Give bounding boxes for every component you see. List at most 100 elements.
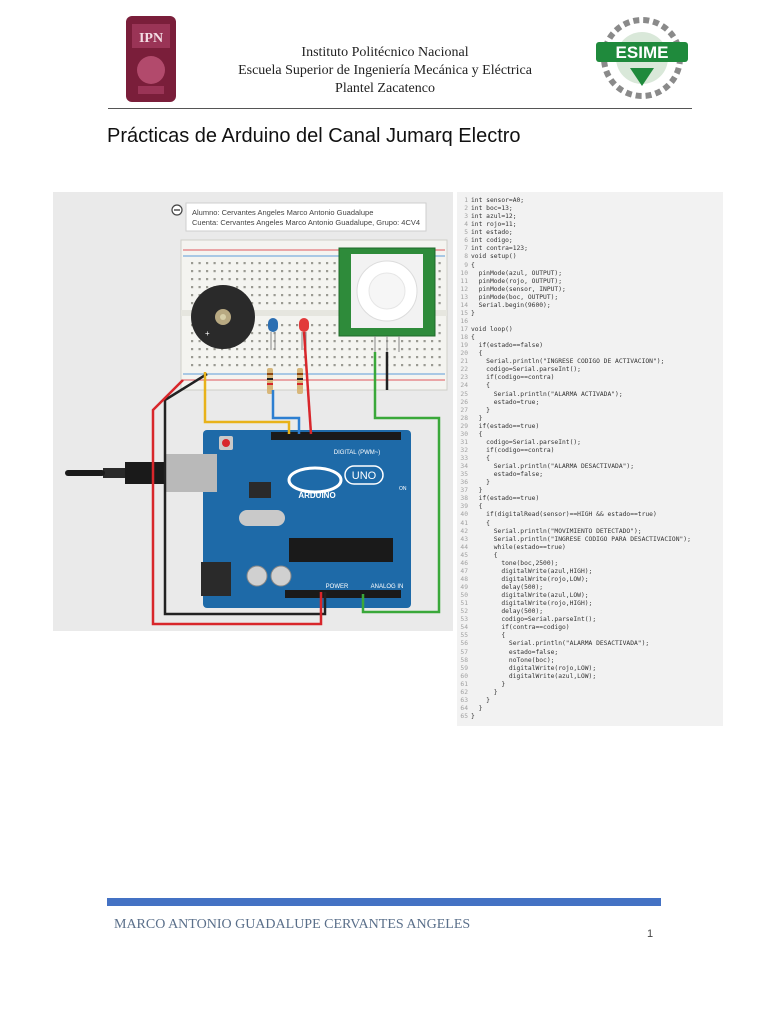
esime-logo: ESIME (596, 17, 688, 99)
code-line: 59 digitalWrite(rojo,LOW); (457, 665, 723, 673)
code-line: 49 delay(500); (457, 584, 723, 592)
usb-cable (65, 454, 217, 492)
code-line: 60 digitalWrite(azul,LOW); (457, 673, 723, 681)
code-line: 12 pinMode(sensor, INPUT); (457, 286, 723, 294)
code-text: tone(boc,2500); (471, 559, 559, 567)
header-text: Instituto Politécnico Nacional Escuela S… (200, 44, 570, 98)
line-number: 7 (464, 245, 468, 253)
line-number: 48 (460, 575, 468, 583)
ipn-logo-text: IPN (139, 31, 163, 46)
code-line: 24 { (457, 382, 723, 390)
code-line: 26 estado=true; (457, 399, 723, 407)
line-number: 50 (460, 592, 468, 600)
line-number: 4 (464, 221, 468, 229)
code-text: Serial.println("INGRESE CODIGO PARA DESA… (471, 535, 691, 543)
line-number: 18 (460, 334, 468, 342)
power-label: POWER (326, 584, 349, 590)
line-number: 11 (460, 277, 468, 285)
code-line: 18{ (457, 334, 723, 342)
page-number: 1 (647, 928, 654, 940)
code-line: 45 { (457, 552, 723, 560)
line-number: 19 (460, 342, 468, 350)
line-number: 20 (460, 350, 468, 358)
line-number: 32 (460, 446, 468, 454)
pir-sensor (338, 247, 436, 352)
code-line: 33 { (457, 455, 723, 463)
code-text: } (471, 688, 498, 696)
line-number: 42 (460, 527, 468, 535)
code-line: 14 Serial.begin(9600); (457, 302, 723, 310)
circuit-diagram: Alumno: Cervantes Angeles Marco Antonio … (53, 192, 453, 631)
code-text: int estado; (471, 229, 513, 237)
code-line: 27 } (457, 407, 723, 415)
code-text: noTone(boc); (471, 656, 555, 664)
ipn-logo: IPN (126, 16, 176, 102)
code-text: int boc=13; (471, 205, 513, 213)
code-line: 19 if(estado==false) (457, 342, 723, 350)
code-line: 58 noTone(boc); (457, 657, 723, 665)
code-text: { (471, 334, 475, 342)
wire-red-2 (302, 331, 313, 435)
code-text: pinMode(sensor, INPUT); (471, 285, 566, 293)
line-number: 33 (460, 455, 468, 462)
code-line: 46 tone(boc,2500); (457, 560, 723, 568)
info-line2: Cuenta: Cervantes Angeles Marco Antonio … (192, 218, 420, 227)
code-line: 23 if(codigo==contra) (457, 374, 723, 382)
code-line: 51 digitalWrite(rojo,HIGH); (457, 600, 723, 608)
code-line: 32 if(codigo==contra) (457, 447, 723, 455)
line-number: 37 (460, 487, 468, 495)
line-number: 65 (460, 713, 468, 720)
line-number: 49 (460, 584, 468, 591)
line-number: 46 (460, 559, 468, 567)
code-text: while(estado==true) (471, 543, 566, 551)
line-number: 53 (460, 616, 468, 624)
code-text: Serial.println("INGRESE CODIGO DE ACTIVA… (471, 358, 665, 366)
code-text: Serial.println("ALARMA ACTIVADA"); (471, 390, 623, 398)
line-number: 29 (460, 422, 468, 430)
code-text: Serial.println("ALARMA DESACTIVADA"); (471, 463, 635, 471)
code-line: 57 estado=false; (457, 649, 723, 657)
line-number: 9 (464, 261, 468, 269)
code-line: 15} (457, 310, 723, 318)
code-text: codigo=Serial.parseInt(); (471, 616, 597, 624)
code-text: } (471, 309, 475, 317)
code-text: Serial.println("ALARMA DESACTIVADA"); (471, 640, 650, 648)
red-led (299, 318, 309, 350)
code-line: 56 Serial.println("ALARMA DESACTIVADA"); (457, 640, 723, 648)
line-number: 1 (464, 197, 468, 204)
line-number: 44 (460, 543, 468, 551)
code-text: if(contra==codigo) (471, 624, 570, 632)
code-text: int sensor=A0; (471, 197, 525, 204)
code-line: 54 if(contra==codigo) (457, 624, 723, 632)
code-text: digitalWrite(azul,LOW); (471, 672, 597, 680)
code-line: 34 Serial.println("ALARMA DESACTIVADA"); (457, 463, 723, 471)
code-line: 40 if(digitalRead(sensor)==HIGH && estad… (457, 511, 723, 519)
code-text: { (471, 430, 483, 438)
code-text: } (471, 414, 483, 422)
code-text: } (471, 680, 506, 688)
line-number: 40 (460, 511, 468, 519)
code-text: Serial.begin(9600); (471, 301, 551, 309)
resistor-1 (267, 368, 273, 394)
code-line: 50 digitalWrite(azul,LOW); (457, 592, 723, 600)
code-text: digitalWrite(rojo,LOW); (471, 664, 597, 672)
code-line: 63 } (457, 697, 723, 705)
line-number: 5 (464, 229, 468, 237)
arduino-uno-board: ARDUINO UNO DIGITAL (PWM~) POWER ANALOG … (201, 430, 411, 608)
line-number: 14 (460, 301, 468, 309)
line-number: 57 (460, 648, 468, 656)
line-number: 43 (460, 535, 468, 543)
line-number: 34 (460, 463, 468, 471)
line-number: 45 (460, 551, 468, 559)
line-number: 3 (464, 213, 468, 221)
code-line: 41 { (457, 520, 723, 528)
wire-black (163, 372, 327, 616)
line-number: 41 (460, 519, 468, 527)
footer-author: MARCO ANTONIO GUADALUPE CERVANTES ANGELE… (114, 917, 471, 932)
line-number: 12 (460, 285, 468, 293)
line-number: 56 (460, 640, 468, 648)
